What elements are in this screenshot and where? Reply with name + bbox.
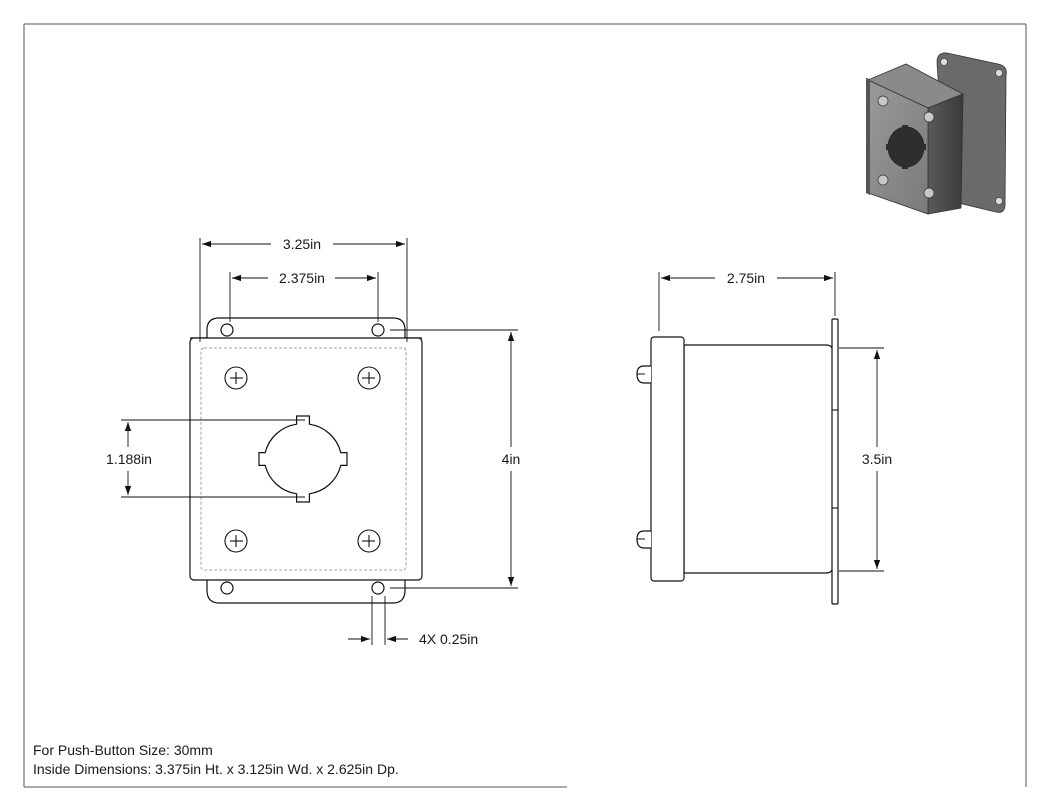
dim-front-width: 3.25in xyxy=(283,236,321,252)
dim-hole-spacing: 2.375in xyxy=(279,270,325,286)
dim-side-depth: 2.75in xyxy=(727,270,765,286)
mount-hole-bottom-right xyxy=(371,581,385,595)
drawing-frame xyxy=(23,23,1027,788)
push-button-hole xyxy=(258,415,348,503)
note-button-size: For Push-Button Size: 30mm xyxy=(33,742,213,758)
top-flange xyxy=(190,317,422,339)
face-inner-outline xyxy=(200,347,407,571)
mount-hole-top-left xyxy=(220,323,234,337)
mount-hole-top-right xyxy=(371,323,385,337)
bottom-flange xyxy=(206,580,406,604)
dim-side-height: 3.5in xyxy=(862,451,892,467)
side-flange xyxy=(831,318,839,605)
side-cover xyxy=(650,336,685,582)
front-view xyxy=(189,317,423,604)
mount-hole-bottom-left xyxy=(220,581,234,595)
side-flange-slots xyxy=(832,409,838,509)
screw-icon xyxy=(357,366,381,390)
screw-icon xyxy=(224,366,248,390)
side-body xyxy=(683,344,834,574)
dimension-lines-front xyxy=(121,238,518,645)
dim-mount-hole: 4X 0.25in xyxy=(419,631,478,647)
screw-icon xyxy=(357,529,381,553)
note-inside-dimensions: Inside Dimensions: 3.375in Ht. x 3.125in… xyxy=(33,761,399,777)
side-view xyxy=(636,318,839,605)
dim-front-height: 4in xyxy=(502,451,521,467)
enclosure-3d-render xyxy=(866,52,1007,215)
dim-button-hole: 1.188in xyxy=(106,451,152,467)
dimension-lines-side xyxy=(658,272,884,572)
screw-icon xyxy=(224,529,248,553)
